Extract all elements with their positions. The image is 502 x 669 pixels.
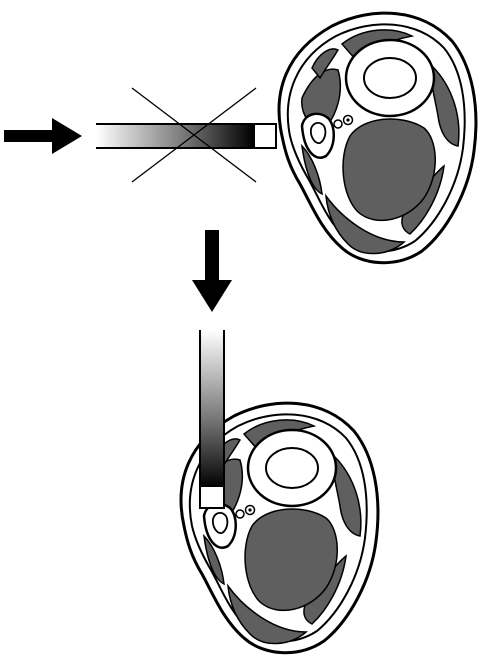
rejected-cross: [131, 87, 257, 183]
vertical-probe: [199, 330, 225, 509]
top-view: [4, 11, 478, 265]
down-arrow: [192, 230, 232, 312]
bottom-view: [179, 230, 380, 655]
top-arrow: [4, 118, 82, 154]
horizontal-probe: [96, 123, 277, 149]
cross-section-top: [277, 11, 478, 265]
